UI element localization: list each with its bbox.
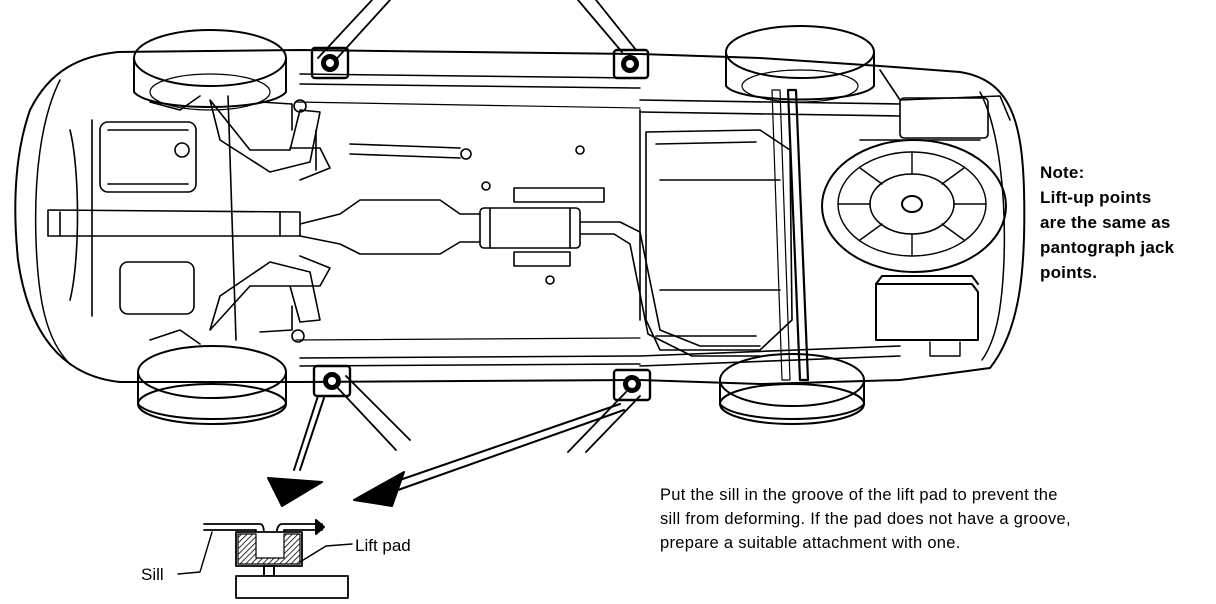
sill-label: Sill xyxy=(141,565,164,584)
pointer-arrow-right xyxy=(353,403,625,507)
note-line: pantograph jack xyxy=(1040,238,1175,257)
lift-arm-front-left xyxy=(310,0,391,80)
rear-underbody xyxy=(639,69,1011,382)
instruction-line: sill from deforming. If the pad does not… xyxy=(660,510,1071,528)
rear-right-wheel xyxy=(719,353,865,425)
lift-pad-label: Lift pad xyxy=(355,536,411,555)
spare-tire xyxy=(821,139,1007,273)
lift-arm-rear-right xyxy=(567,368,652,453)
instruction-line: Put the sill in the groove of the lift p… xyxy=(660,486,1058,504)
note-box: Note: Lift-up points are the same as pan… xyxy=(1040,160,1212,285)
lift-arm-front-right xyxy=(312,364,411,451)
pointer-arrow-left xyxy=(267,395,325,507)
car-body-outline xyxy=(14,49,1026,385)
note-line: Lift-up points xyxy=(1040,188,1152,207)
note-line: points. xyxy=(1040,263,1098,282)
sill-lift-pad-detail xyxy=(177,519,353,599)
charcoal-canister xyxy=(875,275,979,357)
front-left-wheel xyxy=(133,29,287,111)
exhaust-system xyxy=(299,109,761,357)
note-line: are the same as xyxy=(1040,213,1171,232)
note-heading: Note: xyxy=(1040,163,1085,182)
lift-arm-rear-left xyxy=(577,0,650,80)
instruction-text: Put the sill in the groove of the lift p… xyxy=(660,483,1200,555)
front-suspension xyxy=(47,95,331,345)
front-right-wheel xyxy=(137,345,287,425)
instruction-line: prepare a suitable attachment with one. xyxy=(660,534,961,552)
